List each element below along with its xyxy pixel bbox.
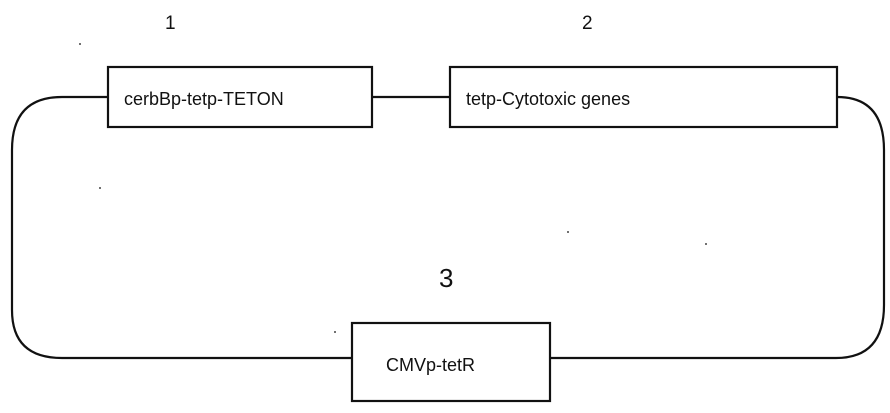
scan-speck [334,331,336,333]
label-number-2: 2 [582,13,593,34]
scan-speck [99,187,101,189]
scan-speck [567,231,569,233]
box-2-label: tetp-Cytotoxic genes [466,89,630,109]
box-1-label: cerbBp-tetp-TETON [124,89,284,109]
box-2: tetp-Cytotoxic genes [448,65,839,129]
wire-right-loop [548,95,886,360]
box-3: CMVp-tetR [350,321,552,403]
box-1: cerbBp-tetp-TETON [106,65,374,129]
box-3-outline [350,321,552,403]
scan-speck [79,43,81,45]
box-1-outline [106,65,374,129]
scan-speck [705,243,707,245]
label-number-1: 1 [165,13,176,34]
box-3-label: CMVp-tetR [386,355,475,375]
box-2-outline [448,65,839,129]
wire-top-left [10,95,354,360]
label-number-3: 3 [439,263,453,293]
